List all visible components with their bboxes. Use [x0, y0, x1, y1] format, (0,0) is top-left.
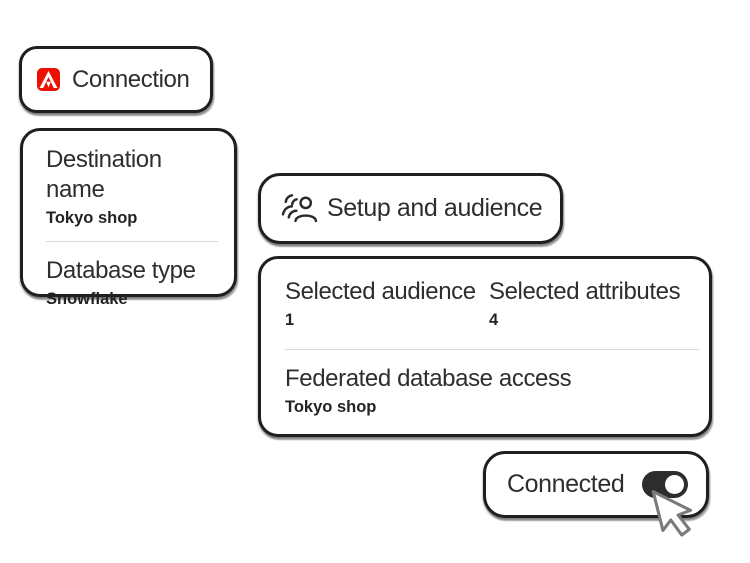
- database-type-field: Database type Snowflake: [46, 256, 218, 310]
- audience-stats-card: Selected audience 1 Selected attributes …: [258, 256, 712, 437]
- connection-card: Connection: [19, 46, 213, 113]
- selected-attributes-stat: Selected attributes 4: [489, 277, 681, 331]
- selected-attributes-value: 4: [489, 311, 499, 329]
- connection-card-title: Connection: [72, 65, 190, 93]
- selected-audience-stat: Selected audience 1: [285, 277, 489, 331]
- connected-label: Connected: [507, 470, 625, 498]
- selected-attributes-label: Selected attributes: [489, 278, 681, 305]
- destination-name-label: Destination name: [46, 146, 162, 203]
- destination-details-card: Destination name Tokyo shop Database typ…: [20, 128, 237, 308]
- federated-access-field: Federated database access Tokyo shop: [285, 364, 699, 418]
- connected-toggle[interactable]: [642, 471, 688, 498]
- stats-row: Selected audience 1 Selected attributes …: [285, 277, 699, 331]
- selected-audience-label: Selected audience: [285, 278, 476, 305]
- connection-status-card: Connected: [483, 451, 709, 518]
- federated-access-value: Tokyo shop: [285, 398, 377, 416]
- setup-audience-title: Setup and audience: [327, 194, 543, 222]
- field-divider: [46, 241, 218, 242]
- database-type-value: Snowflake: [46, 290, 128, 308]
- adobe-logo-icon: [37, 68, 60, 91]
- destination-name-field: Destination name Tokyo shop: [46, 145, 218, 229]
- field-divider: [285, 349, 699, 350]
- audience-icon: [281, 191, 319, 226]
- toggle-knob: [665, 475, 684, 494]
- federated-access-label: Federated database access: [285, 365, 572, 392]
- database-type-label: Database type: [46, 257, 196, 284]
- destination-name-value: Tokyo shop: [46, 209, 138, 227]
- selected-audience-value: 1: [285, 311, 295, 329]
- setup-audience-card: Setup and audience: [258, 173, 563, 244]
